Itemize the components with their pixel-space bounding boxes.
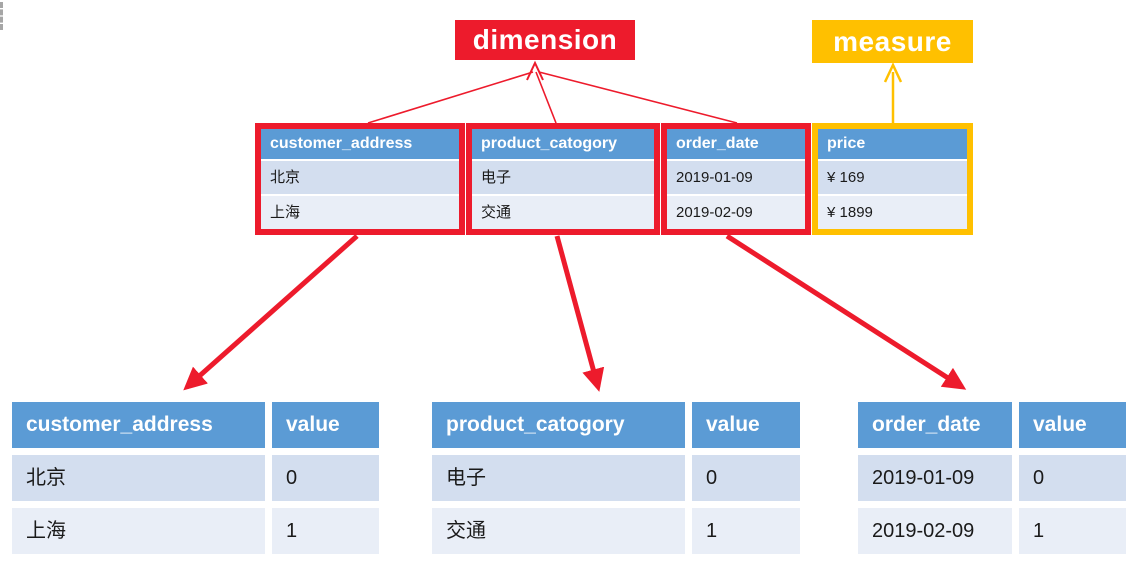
column-header: customer_address [261, 129, 459, 159]
table-cell: 2019-02-09 [858, 508, 1012, 554]
table-cell: 0 [272, 455, 379, 501]
slide-edge-artifact [0, 2, 3, 30]
mapping-table-product-catogory: product_catogory value 电子 0 交通 1 [432, 402, 800, 554]
measure-label: measure [812, 20, 973, 63]
column-header: value [272, 402, 379, 448]
table-cell: 2019-02-09 [667, 196, 805, 229]
table-cell: 1 [692, 508, 800, 554]
column-header: value [692, 402, 800, 448]
mapping-arrow-product-catogory [554, 235, 605, 392]
column-header: product_catogory [432, 402, 685, 448]
table-cell: 北京 [261, 161, 459, 194]
column-header: price [818, 129, 967, 159]
main-column-order-date: order_date 2019-01-09 2019-02-09 [661, 123, 811, 235]
column-header: product_catogory [472, 129, 654, 159]
mapping-arrow-customer-address [183, 234, 359, 391]
column-header: order_date [667, 129, 805, 159]
main-column-customer-address: customer_address 北京 上海 [255, 123, 465, 235]
table-cell: 2019-01-09 [858, 455, 1012, 501]
dimension-arrowhead-icon [526, 60, 544, 81]
table-cell: 电子 [472, 161, 654, 194]
mapping-arrow-order-date [725, 233, 967, 390]
table-cell: ¥ 1899 [818, 196, 967, 229]
table-cell: 交通 [432, 508, 685, 554]
table-cell: 交通 [472, 196, 654, 229]
table-cell: 1 [272, 508, 379, 554]
table-cell: 0 [1019, 455, 1126, 501]
measure-arrow [883, 62, 903, 123]
column-header: value [1019, 402, 1126, 448]
mapping-table-order-date: order_date value 2019-01-09 0 2019-02-09… [858, 402, 1126, 554]
table-cell: 上海 [261, 196, 459, 229]
table-cell: 北京 [12, 455, 265, 501]
mapping-arrows [183, 233, 967, 392]
dimension-label: dimension [455, 20, 635, 60]
mapping-table-customer-address: customer_address value 北京 0 上海 1 [12, 402, 379, 554]
column-header: customer_address [12, 402, 265, 448]
table-cell: 2019-01-09 [667, 161, 805, 194]
table-cell: 0 [692, 455, 800, 501]
dimension-connector-lines [367, 71, 738, 124]
table-cell: 电子 [432, 455, 685, 501]
main-column-price: price ¥ 169 ¥ 1899 [812, 123, 973, 235]
table-cell: ¥ 169 [818, 161, 967, 194]
column-header: order_date [858, 402, 1012, 448]
main-column-product-catogory: product_catogory 电子 交通 [466, 123, 660, 235]
measure-arrowhead-icon [883, 62, 903, 83]
table-cell: 1 [1019, 508, 1126, 554]
table-cell: 上海 [12, 508, 265, 554]
